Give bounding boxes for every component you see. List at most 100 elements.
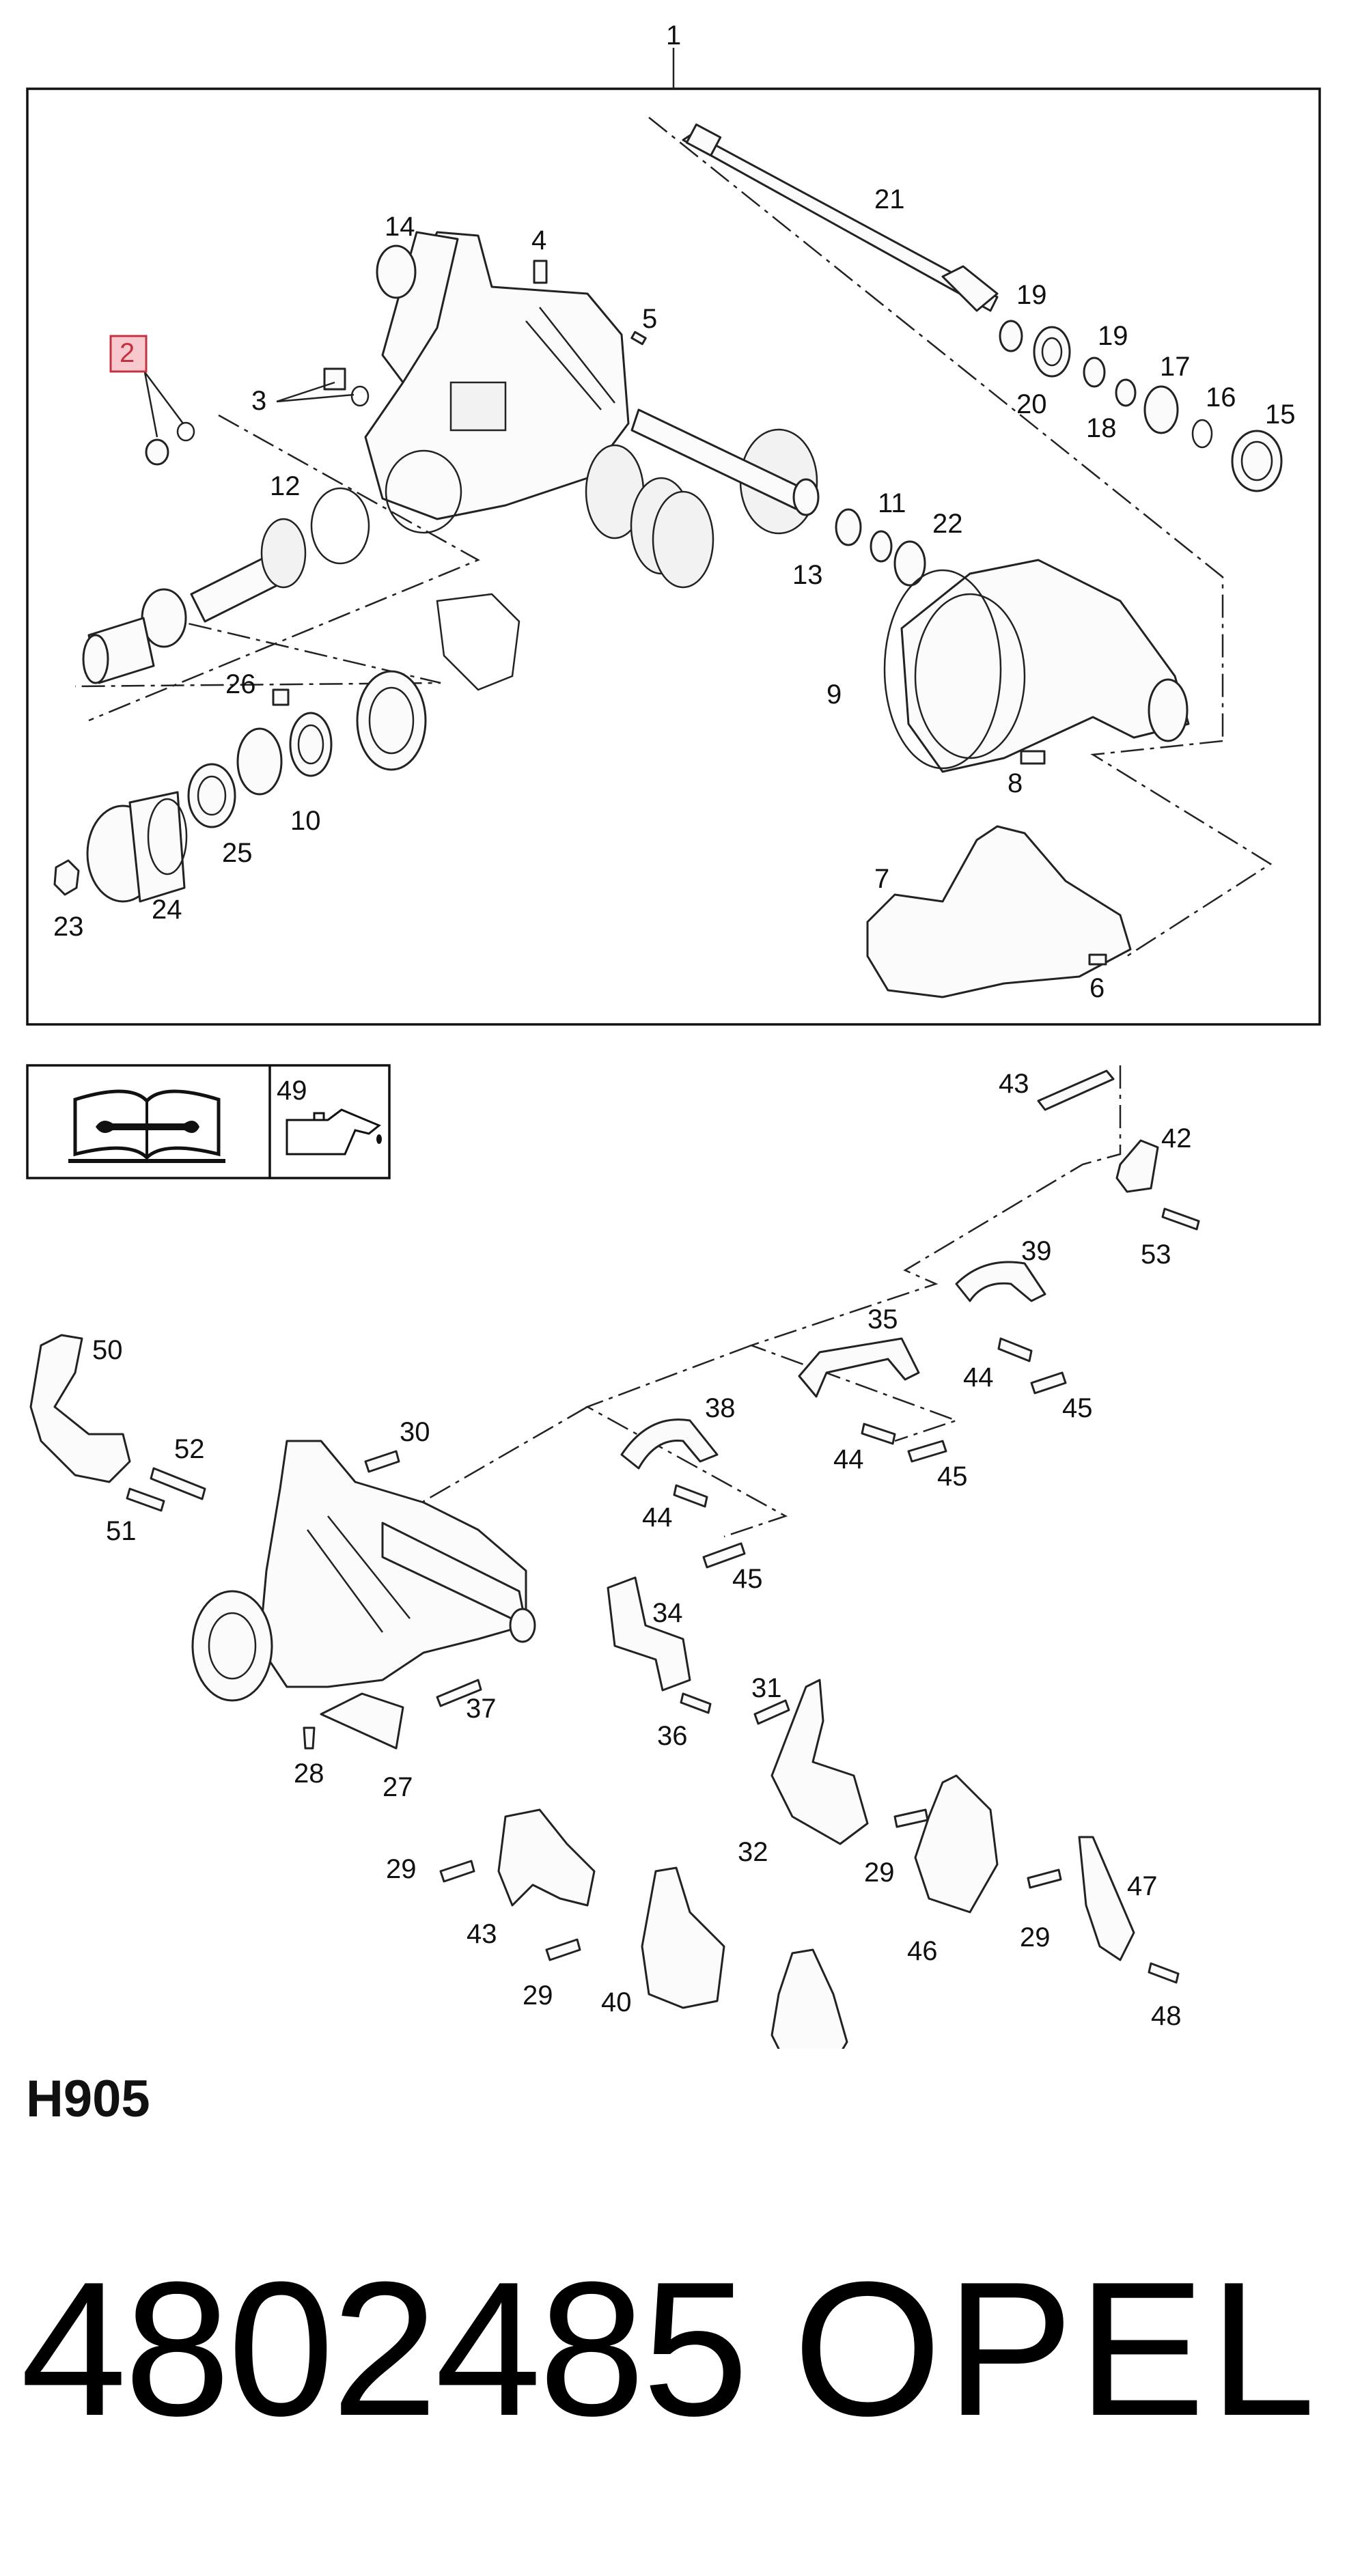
fasteners-44-45 bbox=[673, 1337, 1067, 1569]
callout-29a: 29 bbox=[386, 1854, 417, 1884]
bracket-34 bbox=[607, 1576, 691, 1692]
bolt-8 bbox=[1020, 750, 1046, 765]
leader-lines bbox=[143, 372, 355, 438]
callout-49: 49 bbox=[277, 1076, 307, 1106]
callout-39: 39 bbox=[1021, 1236, 1052, 1266]
bolt-29a bbox=[439, 1860, 475, 1883]
front-housing bbox=[364, 231, 630, 534]
plug-3 bbox=[323, 367, 346, 391]
callout-15: 15 bbox=[1265, 400, 1296, 430]
bracket-35 bbox=[798, 1337, 920, 1398]
bracket-41 bbox=[770, 1948, 848, 2049]
callout-4: 4 bbox=[531, 225, 546, 255]
callout-47: 47 bbox=[1127, 1871, 1158, 1901]
bolt-31 bbox=[753, 1699, 790, 1725]
bearing-22 bbox=[893, 540, 926, 587]
callout-29c: 29 bbox=[1020, 1922, 1051, 1952]
callout-35: 35 bbox=[867, 1304, 898, 1334]
callout-45c: 45 bbox=[732, 1564, 763, 1594]
bolt-48a bbox=[1148, 1962, 1180, 1984]
callout-17: 17 bbox=[1160, 352, 1191, 382]
part-number: 4802485 bbox=[20, 2243, 749, 2456]
callout-9: 9 bbox=[827, 680, 842, 710]
bolt-29c bbox=[1027, 1868, 1062, 1889]
callout-10: 10 bbox=[290, 806, 321, 836]
callout-48a: 48 bbox=[1151, 2001, 1182, 2031]
seal-10 bbox=[236, 727, 283, 796]
callout-32: 32 bbox=[738, 1837, 768, 1867]
snap-ring-16 bbox=[1191, 419, 1213, 449]
callout-3: 3 bbox=[251, 386, 266, 416]
callout-23: 23 bbox=[53, 912, 84, 942]
callout-21: 21 bbox=[874, 184, 905, 214]
gasket-14 bbox=[376, 244, 417, 299]
bracket-40 bbox=[641, 1866, 725, 2009]
dowel-5 bbox=[630, 331, 647, 346]
bolt-36 bbox=[680, 1692, 712, 1714]
oring-12 bbox=[310, 487, 370, 565]
ring-19b bbox=[1083, 356, 1106, 388]
callout-18: 18 bbox=[1086, 413, 1117, 443]
callout-30: 30 bbox=[400, 1417, 430, 1447]
oring-9 bbox=[883, 569, 1002, 770]
oil-can-icon bbox=[286, 1108, 382, 1156]
callout-29d: 29 bbox=[523, 1980, 553, 2011]
callout-labels: 1 2 3 4 5 6 7 8 9 10 11 12 13 14 15 16 1… bbox=[53, 20, 1296, 2031]
callout-43b: 43 bbox=[467, 1919, 497, 1949]
output-shaft bbox=[682, 123, 999, 312]
callout-27: 27 bbox=[383, 1772, 413, 1802]
bolt-51 bbox=[126, 1487, 165, 1512]
ring-19a bbox=[999, 320, 1023, 352]
stud-43 bbox=[1037, 1069, 1115, 1111]
brand-name: OPEL bbox=[792, 2243, 1320, 2456]
exploded-parts-diagram: 1 2 3 4 5 6 7 8 9 10 11 12 13 14 15 16 1… bbox=[26, 20, 1321, 2049]
callout-36: 36 bbox=[657, 1721, 688, 1751]
heat-shield bbox=[866, 825, 1132, 998]
callout-2: 2 bbox=[120, 338, 135, 368]
bracket-38 bbox=[620, 1418, 719, 1470]
callout-19b: 19 bbox=[1098, 321, 1128, 351]
callout-52: 52 bbox=[174, 1434, 205, 1464]
callout-7: 7 bbox=[874, 864, 889, 894]
callout-45b: 45 bbox=[937, 1461, 968, 1492]
callout-34: 34 bbox=[652, 1598, 683, 1628]
gear-cluster bbox=[585, 408, 820, 589]
bolt-52 bbox=[150, 1467, 206, 1500]
screw-6 bbox=[1088, 953, 1107, 966]
model-code: H905 bbox=[26, 2070, 150, 2128]
bolt-29b bbox=[893, 1808, 929, 1828]
seal-15 bbox=[1231, 430, 1283, 492]
callout-44b: 44 bbox=[833, 1444, 864, 1474]
ring-17 bbox=[1143, 385, 1179, 434]
drive-flange bbox=[86, 791, 188, 903]
input-shaft bbox=[82, 518, 307, 684]
bracket-43 bbox=[497, 1808, 596, 1907]
callout-26: 26 bbox=[225, 669, 256, 699]
bearing-20 bbox=[1033, 326, 1071, 378]
bolt-29d bbox=[545, 1938, 581, 1961]
callout-20: 20 bbox=[1016, 389, 1047, 419]
callout-14: 14 bbox=[385, 212, 415, 242]
screw-28 bbox=[303, 1726, 316, 1750]
callout-37: 37 bbox=[466, 1694, 497, 1724]
callout-28: 28 bbox=[294, 1759, 324, 1789]
bracket-42 bbox=[1115, 1139, 1159, 1193]
callout-5: 5 bbox=[642, 304, 657, 334]
callout-45a: 45 bbox=[1062, 1393, 1093, 1423]
callout-44c: 44 bbox=[642, 1502, 673, 1532]
callout-46: 46 bbox=[907, 1936, 938, 1966]
callout-40: 40 bbox=[601, 1987, 632, 2017]
callout-12: 12 bbox=[270, 471, 301, 501]
callout-16: 16 bbox=[1206, 382, 1236, 412]
bolt-30 bbox=[364, 1450, 400, 1473]
highlighted-callout-box bbox=[109, 335, 148, 373]
bearing-10 bbox=[289, 712, 333, 777]
callout-24: 24 bbox=[152, 895, 182, 925]
callout-29b: 29 bbox=[864, 1858, 895, 1888]
callout-38: 38 bbox=[705, 1393, 736, 1423]
bolt-53 bbox=[1161, 1207, 1200, 1231]
callout-19a: 19 bbox=[1016, 280, 1047, 310]
rear-housing bbox=[900, 559, 1190, 773]
callout-44a: 44 bbox=[963, 1362, 994, 1392]
service-manual-icon bbox=[68, 1089, 225, 1163]
